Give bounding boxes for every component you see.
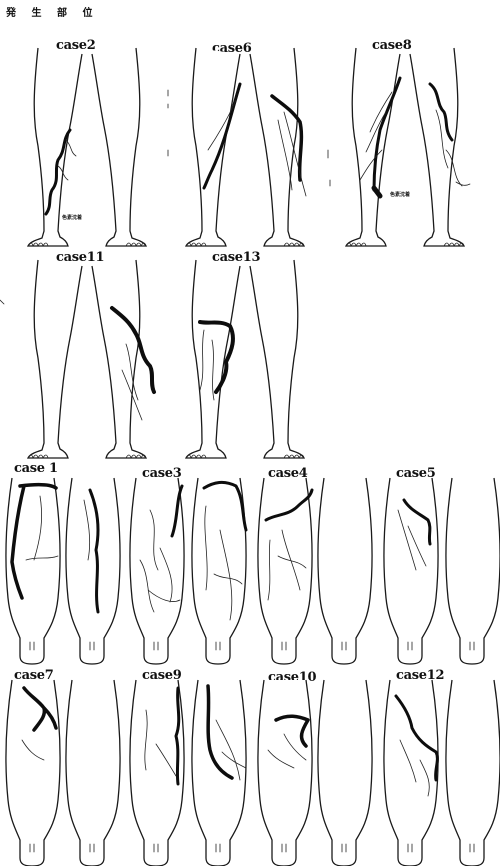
figure-page: 発 生 部 位 case2 case6 case8 case11 case13 … bbox=[0, 0, 500, 866]
leg-diagrams bbox=[0, 0, 500, 866]
